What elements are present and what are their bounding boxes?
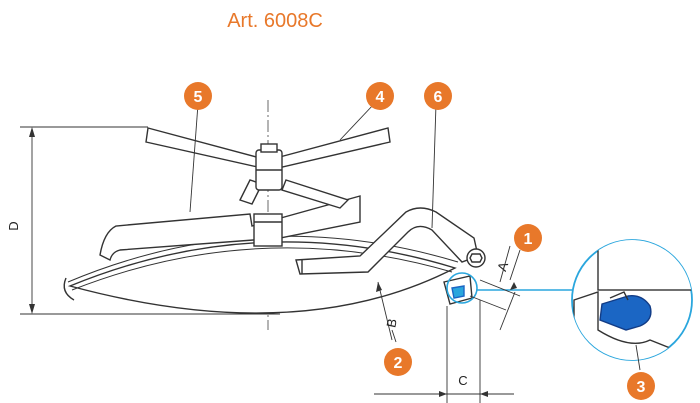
svg-text:2: 2	[394, 355, 403, 372]
dimension-c	[374, 300, 514, 403]
svg-text:6: 6	[434, 89, 443, 106]
callout-leaders	[189, 103, 641, 371]
dimension-c-label: C	[458, 373, 467, 388]
svg-text:3: 3	[637, 379, 646, 396]
page-title: Art. 6008C	[227, 10, 323, 32]
gasket-profile	[599, 295, 652, 331]
callout-5: 5	[184, 82, 212, 110]
dimension-a	[469, 249, 521, 331]
dimension-d-label: D	[6, 221, 21, 230]
callout-6: 6	[424, 82, 452, 110]
callout-4: 4	[366, 82, 394, 110]
dimension-b	[376, 281, 393, 341]
svg-text:4: 4	[376, 89, 385, 106]
callout-1: 1	[514, 224, 542, 252]
svg-text:5: 5	[194, 89, 203, 106]
svg-text:1: 1	[524, 231, 533, 248]
crossbar-yoke	[99, 195, 361, 262]
handwheel	[145, 127, 391, 209]
gasket-detail	[571, 239, 693, 361]
callout-3: 3	[627, 372, 655, 400]
callout-2: 2	[384, 348, 412, 376]
dimension-d	[20, 126, 280, 315]
clamp-tip	[443, 272, 478, 305]
dimension-b-label: B	[383, 317, 399, 329]
